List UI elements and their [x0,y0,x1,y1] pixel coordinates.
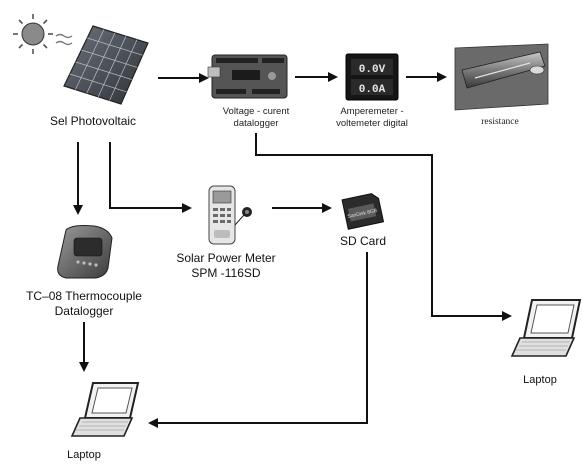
laptop-icon [510,299,582,357]
digital-meter-icon: 0.0V 0.0A [345,53,399,101]
solar-meter-label-line1: Solar Power Meter [176,251,275,265]
arduino-board-icon [207,54,288,99]
thermocouple-label-line1: TC–08 Thermocouple [26,289,142,303]
meter-label-line1: Amperemeter - [340,106,403,117]
pv-panel-label: Sel Photovoltaic [50,114,136,128]
solar-meter-label-line2: SPM -116SD [191,266,260,280]
datalogger-label-line2: datalogger [234,118,279,129]
thermocouple-logger-icon [57,225,113,279]
sd-card-icon: SanDisk 8GB [341,193,385,230]
sun-icon [13,14,73,54]
laptop-icon [70,382,140,437]
arrow-pv-to-solar-meter [109,142,192,213]
solar-panel-icon [63,25,149,105]
datalogger-label-line1: Voltage - curent [223,106,290,117]
laptop-bottom-label: Laptop [67,449,101,461]
resistor-icon [454,43,549,111]
meter-display-top: 0.0V [359,64,386,76]
connectors [73,72,512,428]
meter-display-bottom: 0.0A [359,84,386,96]
solar-power-meter-icon [208,185,252,245]
resistance-label: resistance [481,117,518,127]
meter-label-line2: voltemeter digital [336,118,408,129]
arrow-sd-card-to-laptop [148,252,368,428]
arrow-datalogger-to-laptop-right [255,133,512,321]
thermocouple-label-line2: Datalogger [55,304,114,318]
laptop-right-label: Laptop [523,374,557,386]
sd-card-label: SD Card [340,234,386,248]
